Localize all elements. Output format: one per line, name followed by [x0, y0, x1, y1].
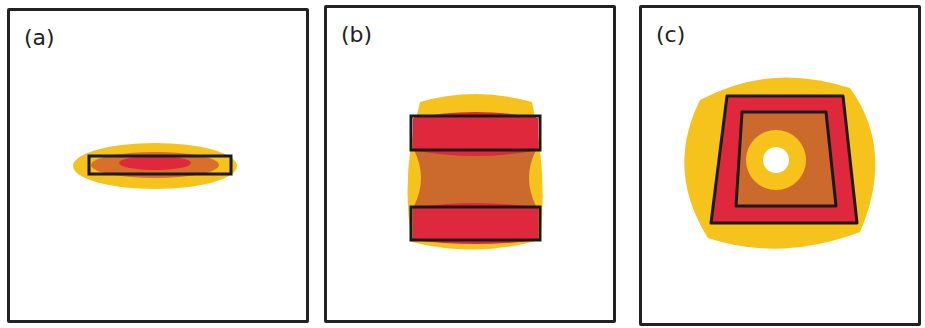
field-slice-a — [73, 143, 237, 189]
panel-frame: (b) — [324, 5, 616, 323]
field-slice-c — [684, 77, 875, 248]
panel-label: (b) — [341, 24, 372, 46]
panel-label: (c) — [656, 24, 685, 46]
field-slice-b — [408, 94, 543, 250]
panel-label: (a) — [24, 27, 55, 49]
panel-frame: (a) — [7, 8, 309, 323]
panel-frame: (c) — [639, 5, 921, 326]
